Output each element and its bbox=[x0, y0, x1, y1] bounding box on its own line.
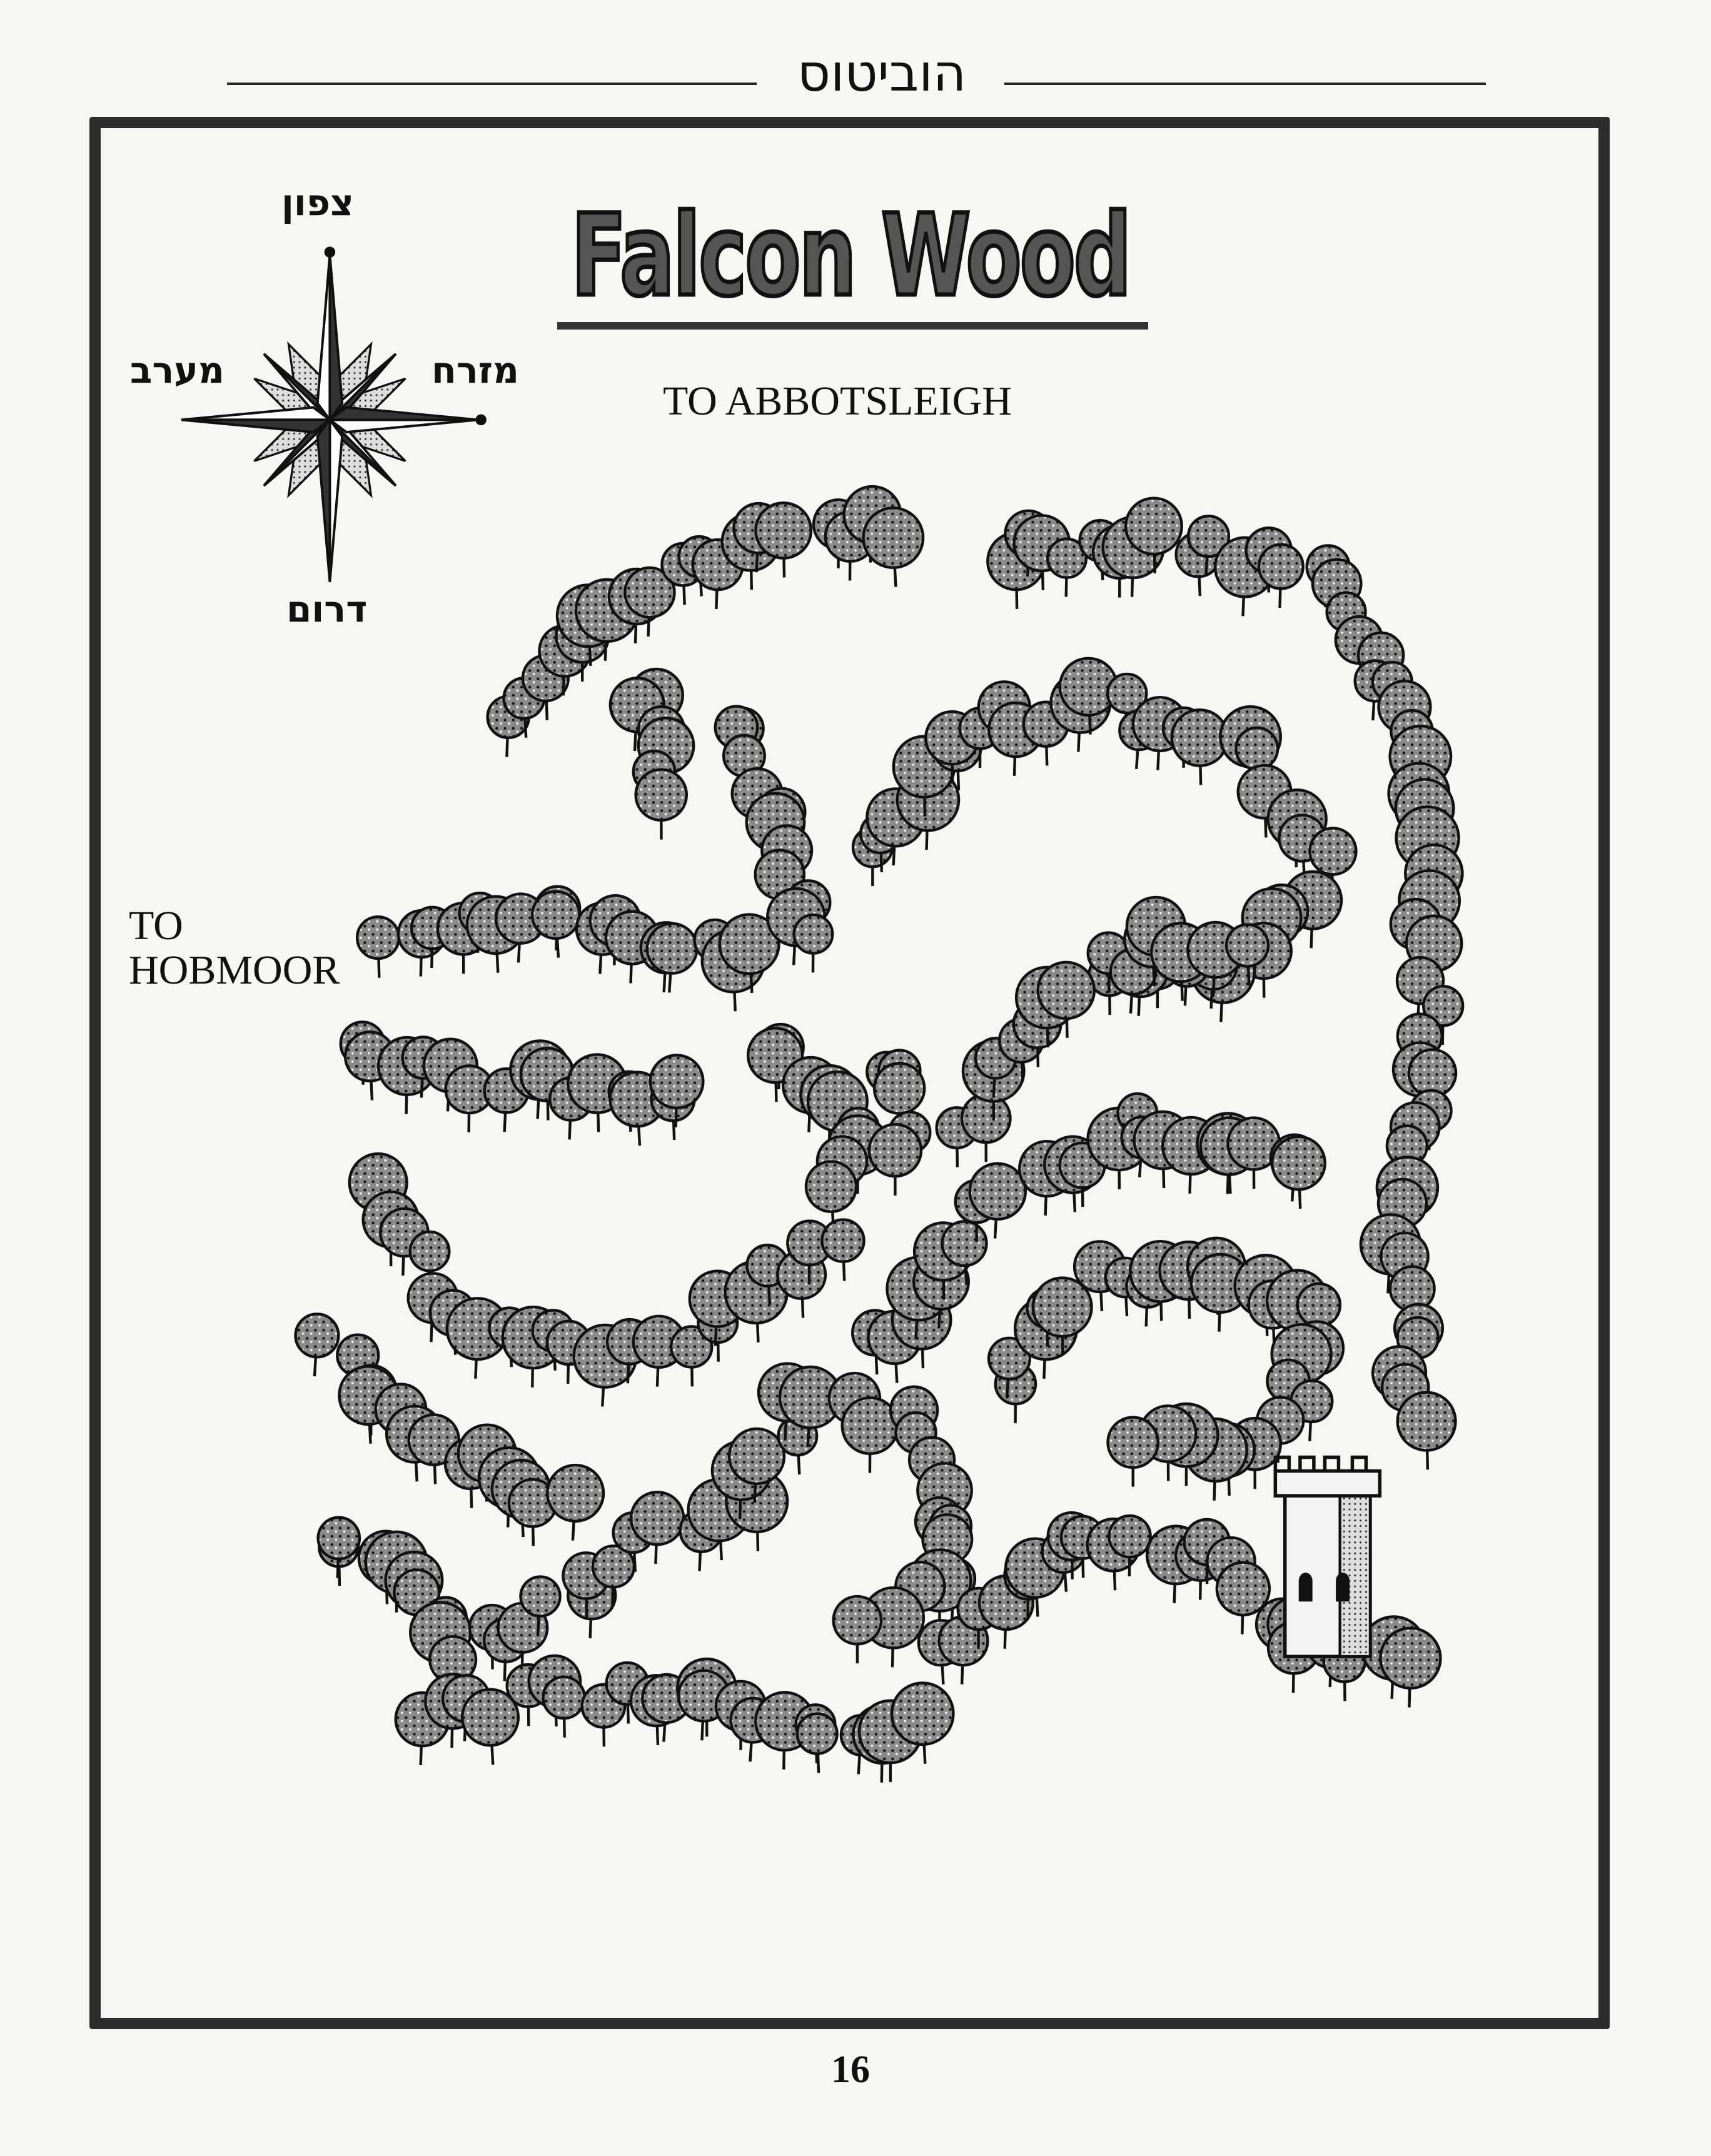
tree-canopy bbox=[792, 913, 834, 955]
tree-canopy bbox=[1379, 1626, 1442, 1690]
tree-canopy bbox=[1106, 672, 1148, 715]
compass-rose-icon bbox=[181, 246, 487, 582]
tree-canopy bbox=[1106, 1416, 1160, 1469]
tree-canopy bbox=[294, 1312, 340, 1359]
tree-canopy bbox=[718, 913, 780, 975]
tree-canopy bbox=[649, 1054, 705, 1110]
tree-canopy bbox=[1422, 985, 1465, 1027]
page-number: 16 bbox=[831, 2048, 870, 2091]
tree-canopy bbox=[519, 1575, 562, 1618]
map-frame bbox=[89, 117, 1610, 2029]
tree-canopy bbox=[968, 1162, 1027, 1221]
tree-canopy bbox=[1215, 1561, 1271, 1616]
tree-canopy bbox=[1296, 1282, 1342, 1328]
exit-label-west-line1: TO bbox=[129, 903, 183, 949]
tree-canopy bbox=[804, 1160, 858, 1213]
exit-label-west: TO HOBMOOR bbox=[129, 904, 340, 993]
tree-canopy bbox=[1046, 537, 1088, 579]
tree-canopy bbox=[1031, 1276, 1093, 1338]
tree-canopy bbox=[795, 1712, 839, 1755]
tree-canopy bbox=[316, 1516, 361, 1561]
compass-east-label: מזרח bbox=[432, 349, 519, 391]
tree-canopy bbox=[634, 768, 689, 822]
tree-canopy bbox=[1257, 543, 1305, 590]
tree-canopy bbox=[872, 1062, 926, 1115]
exit-label-west-line2: HOBMOOR bbox=[129, 947, 340, 994]
tree-canopy bbox=[629, 1490, 685, 1546]
castle-tower-icon bbox=[1273, 1455, 1382, 1658]
tree-canopy bbox=[1396, 1391, 1457, 1452]
tree-canopy bbox=[1036, 960, 1096, 1020]
tree-canopy bbox=[530, 890, 581, 940]
tree-canopy bbox=[941, 1220, 988, 1267]
title-underline bbox=[557, 322, 1148, 330]
tree-canopy bbox=[355, 915, 401, 960]
tree-canopy bbox=[645, 922, 699, 975]
tree-canopy bbox=[862, 506, 925, 569]
tree-canopy bbox=[408, 1230, 451, 1272]
header-rule-left bbox=[227, 83, 757, 85]
running-header: הוביטוס bbox=[797, 44, 967, 103]
tree-canopy bbox=[1124, 496, 1183, 556]
compass-south-label: דרום bbox=[286, 588, 368, 630]
tree-canopy bbox=[727, 1427, 786, 1485]
compass-north-label: צפון bbox=[281, 181, 354, 224]
exit-label-north: TO ABBOTSLEIGH bbox=[663, 378, 1012, 424]
tree-canopy bbox=[669, 1325, 714, 1369]
tree-canopy bbox=[754, 501, 813, 560]
forest-trees bbox=[294, 485, 1465, 1783]
tree-canopy bbox=[1186, 515, 1231, 558]
tree-canopy bbox=[623, 566, 676, 619]
tree-canopy bbox=[542, 1675, 586, 1720]
tree-canopy bbox=[867, 1122, 923, 1178]
tree-canopy bbox=[1224, 923, 1270, 968]
tree-canopy bbox=[890, 1681, 955, 1746]
tree-canopy bbox=[1270, 1135, 1326, 1191]
tree-canopy bbox=[1108, 1514, 1152, 1559]
tree-canopy bbox=[820, 1218, 866, 1263]
header-rule-right bbox=[1004, 83, 1486, 85]
tree-canopy bbox=[987, 1336, 1032, 1381]
tree-canopy bbox=[1234, 726, 1279, 771]
map-title: Falcon Wood bbox=[570, 191, 1133, 321]
tree-canopy bbox=[1308, 827, 1358, 876]
compass-west-label: מערב bbox=[130, 349, 225, 391]
tree-canopy bbox=[546, 1463, 605, 1523]
tree-canopy bbox=[832, 1594, 883, 1646]
tree-canopy bbox=[460, 1688, 520, 1747]
